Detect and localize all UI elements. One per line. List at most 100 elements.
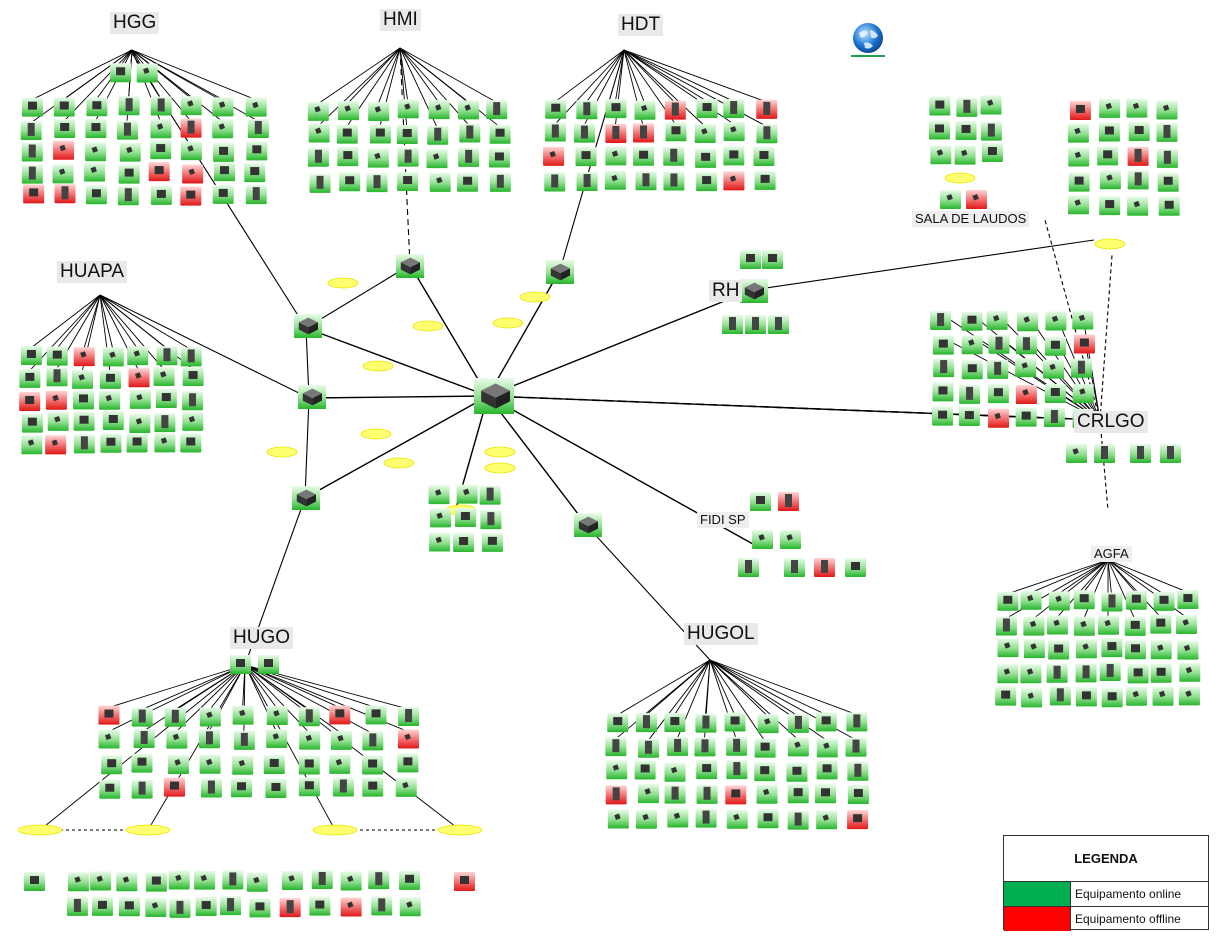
device-online[interactable] [933, 358, 955, 378]
device-online[interactable] [131, 753, 153, 773]
device-online[interactable] [696, 784, 718, 804]
device-online[interactable] [635, 171, 657, 191]
device-online[interactable] [309, 896, 331, 916]
device-online[interactable] [150, 140, 172, 160]
device-online[interactable] [118, 897, 140, 917]
device-online[interactable] [664, 784, 686, 804]
device-online[interactable] [786, 762, 808, 782]
device-online[interactable] [117, 186, 139, 206]
device-online[interactable] [102, 347, 124, 367]
device-online[interactable] [368, 101, 390, 121]
device-offline[interactable] [664, 100, 686, 120]
device-online[interactable] [21, 164, 43, 184]
device-online[interactable] [1127, 664, 1149, 684]
device-online[interactable] [752, 530, 773, 549]
device-online[interactable] [757, 714, 779, 734]
device-online[interactable] [199, 707, 221, 727]
device-online[interactable] [605, 99, 627, 119]
device-online[interactable] [1176, 615, 1198, 635]
device-online[interactable] [180, 347, 202, 367]
globe-icon[interactable] [851, 21, 885, 57]
device-online[interactable] [429, 532, 451, 552]
device-online[interactable] [479, 485, 501, 505]
device-online[interactable] [458, 100, 480, 120]
device-online[interactable] [86, 97, 108, 117]
device-online[interactable] [740, 250, 761, 269]
device-online[interactable] [1124, 640, 1146, 660]
device-online[interactable] [664, 713, 686, 733]
device-online[interactable] [1073, 616, 1095, 636]
device-online[interactable] [168, 870, 190, 890]
device-online[interactable] [100, 433, 122, 453]
device-online[interactable] [726, 736, 748, 756]
device-offline[interactable] [45, 435, 67, 455]
device-online[interactable] [21, 413, 43, 433]
device-online[interactable] [20, 345, 42, 365]
device-online[interactable] [1068, 195, 1090, 215]
router-icon[interactable] [574, 513, 602, 537]
device-online[interactable] [604, 170, 626, 190]
device-offline[interactable] [605, 123, 627, 143]
device-online[interactable] [753, 146, 775, 166]
device-online[interactable] [263, 754, 285, 774]
device-online[interactable] [930, 145, 952, 165]
device-online[interactable] [1099, 196, 1121, 216]
device-online[interactable] [131, 707, 153, 727]
device-online[interactable] [127, 346, 149, 366]
device-online[interactable] [750, 492, 771, 511]
device-online[interactable] [754, 762, 776, 782]
device-online[interactable] [696, 760, 718, 780]
device-online[interactable] [336, 124, 358, 144]
device-offline[interactable] [23, 184, 45, 204]
device-online[interactable] [940, 190, 961, 209]
device-online[interactable] [544, 172, 566, 192]
device-online[interactable] [1068, 147, 1090, 167]
device-online[interactable] [1156, 122, 1178, 142]
device-online[interactable] [332, 777, 354, 797]
device-online[interactable] [129, 389, 151, 409]
device-online[interactable] [46, 346, 68, 366]
device-online[interactable] [1099, 662, 1121, 682]
device-online[interactable] [307, 147, 329, 167]
device-online[interactable] [246, 141, 268, 161]
device-offline[interactable] [180, 186, 202, 206]
device-online[interactable] [1046, 663, 1068, 683]
device-online[interactable] [1073, 590, 1095, 610]
device-online[interactable] [987, 384, 1009, 404]
device-online[interactable] [1101, 592, 1123, 612]
device-online[interactable] [846, 712, 868, 732]
device-online[interactable] [369, 124, 391, 144]
device-online[interactable] [116, 120, 138, 140]
device-online[interactable] [1126, 98, 1148, 118]
device-online[interactable] [265, 778, 287, 798]
device-online[interactable] [340, 871, 362, 891]
device-online[interactable] [73, 434, 95, 454]
device-online[interactable] [53, 97, 75, 117]
device-online[interactable] [723, 146, 745, 166]
device-offline[interactable] [98, 705, 120, 725]
device-online[interactable] [457, 172, 479, 192]
device-online[interactable] [19, 368, 41, 388]
device-online[interactable] [101, 755, 123, 775]
device-online[interactable] [246, 872, 268, 892]
router-icon[interactable] [396, 254, 424, 278]
device-online[interactable] [932, 335, 954, 355]
device-online[interactable] [1067, 123, 1089, 143]
device-online[interactable] [607, 713, 629, 733]
device-online[interactable] [780, 530, 801, 549]
device-online[interactable] [722, 315, 743, 334]
device-online[interactable] [1130, 444, 1151, 463]
device-online[interactable] [90, 871, 112, 891]
device-offline[interactable] [966, 190, 987, 209]
device-online[interactable] [85, 119, 107, 139]
device-online[interactable] [981, 143, 1003, 163]
device-online[interactable] [694, 124, 716, 144]
device-online[interactable] [726, 809, 748, 829]
device-online[interactable] [481, 532, 503, 552]
device-online[interactable] [1075, 687, 1097, 707]
device-online[interactable] [454, 508, 476, 528]
device-online[interactable] [754, 738, 776, 758]
device-online[interactable] [258, 655, 279, 674]
device-online[interactable] [54, 118, 76, 138]
device-online[interactable] [362, 731, 384, 751]
